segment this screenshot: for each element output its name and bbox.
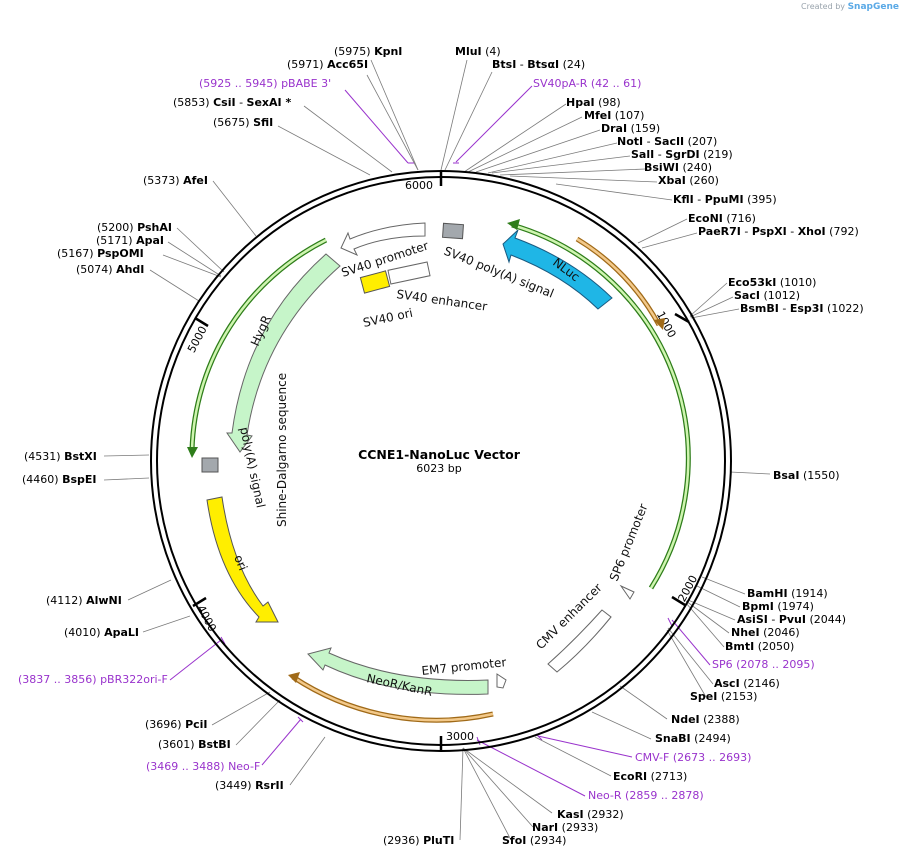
svg-text:DraI (159): DraI (159) <box>601 122 660 135</box>
svg-text:HpaI (98): HpaI (98) <box>566 96 621 109</box>
svg-text:SfoI (2934): SfoI (2934) <box>502 834 566 847</box>
cmv-enhancer-label: CMV enhancer <box>533 580 605 652</box>
svg-text:NdeI (2388): NdeI (2388) <box>671 713 740 726</box>
svg-text:(4460) BspEI: (4460) BspEI <box>22 473 97 486</box>
svg-text:SpeI (2153): SpeI (2153) <box>690 690 757 703</box>
svg-text:(5925 .. 5945) pBABE 3': (5925 .. 5945) pBABE 3' <box>199 77 331 90</box>
svg-text:XbaI (260): XbaI (260) <box>658 174 719 187</box>
svg-text:BsiWI (240): BsiWI (240) <box>644 161 712 174</box>
sites-top-right: (5975) KpnI (5971) Acc65I MluI (4) BtsI … <box>173 45 864 482</box>
hygr-arrow <box>226 253 341 453</box>
svg-text:(5975) KpnI: (5975) KpnI <box>334 45 402 58</box>
orf-arc-right-arrow <box>507 219 520 230</box>
svg-text:(2936) PluTI: (2936) PluTI <box>383 834 454 847</box>
svg-text:EcoNI (716): EcoNI (716) <box>688 212 756 225</box>
nluc-arrow <box>502 229 613 310</box>
snapgene-logo: SnapGene <box>847 2 899 12</box>
svg-text:BtsI - BtsαI (24): BtsI - BtsαI (24) <box>492 58 585 71</box>
polya-label: poly(A) signal <box>237 426 268 509</box>
svg-text:NotI - SacII (207): NotI - SacII (207) <box>617 135 717 148</box>
svg-text:(3449) RsrII: (3449) RsrII <box>215 779 284 792</box>
cmv-enhancer-box <box>547 609 612 673</box>
svg-text:(5171) ApaI: (5171) ApaI <box>96 234 164 247</box>
svg-text:CMV-F (2673 .. 2693): CMV-F (2673 .. 2693) <box>635 751 751 764</box>
leader-lines <box>103 59 771 841</box>
sp6-promoter-label: SP6 promoter <box>607 502 651 583</box>
svg-text:(3696) PciI: (3696) PciI <box>145 718 208 731</box>
sv40-enhancer-box <box>387 261 431 285</box>
ori-arrow <box>206 496 279 623</box>
svg-text:SalI - SgrDI (219): SalI - SgrDI (219) <box>631 148 733 161</box>
orf-arc-right <box>511 222 691 590</box>
svg-text:(5675) SfiI: (5675) SfiI <box>213 116 273 129</box>
svg-text:SacI (1012): SacI (1012) <box>734 289 800 302</box>
svg-text:NheI (2046): NheI (2046) <box>731 626 800 639</box>
svg-text:(5167) PspOMI: (5167) PspOMI <box>57 247 144 260</box>
svg-text:MluI (4): MluI (4) <box>455 45 501 58</box>
svg-text:(5200) PshAI: (5200) PshAI <box>97 221 172 234</box>
svg-text:EcoRI (2713): EcoRI (2713) <box>613 770 687 783</box>
svg-text:(4112) AlwNI: (4112) AlwNI <box>46 594 122 607</box>
sites-left: (5373) AfeI (5200) PshAI (5171) ApaI (51… <box>22 174 454 847</box>
sv40-polya-box <box>442 222 464 240</box>
sv40-promoter-arrow <box>340 222 426 257</box>
sites-bottom-right: BamHI (1914) BpmI (1974) AsiSI - PvuI (2… <box>502 587 846 847</box>
svg-text:SnaBI (2494): SnaBI (2494) <box>655 732 731 745</box>
site-name: KpnI <box>374 45 402 58</box>
em7-promoter-label: EM7 promoter <box>421 655 507 678</box>
svg-text:NarI (2933): NarI (2933) <box>532 821 598 834</box>
svg-text:BamHI (1914): BamHI (1914) <box>747 587 828 600</box>
sv40-ori-label: SV40 ori <box>362 306 414 330</box>
svg-text:BsaI (1550): BsaI (1550) <box>773 469 840 482</box>
svg-text:Neo-R (2859 .. 2878): Neo-R (2859 .. 2878) <box>588 789 704 802</box>
tick-3000: 3000 <box>446 730 474 743</box>
svg-text:(3601) BstBI: (3601) BstBI <box>158 738 231 751</box>
svg-text:(4010) ApaLI: (4010) ApaLI <box>64 626 139 639</box>
credit: Created by SnapGene <box>801 2 899 12</box>
svg-text:(3469 .. 3488) Neo-F: (3469 .. 3488) Neo-F <box>146 760 260 773</box>
svg-text:KasI (2932): KasI (2932) <box>557 808 624 821</box>
polya-box <box>201 457 219 473</box>
tick-6000: 6000 <box>405 179 433 192</box>
svg-text:KflI - PpuMI (395): KflI - PpuMI (395) <box>673 193 777 206</box>
svg-text:(5853) CsiI - SexAI *: (5853) CsiI - SexAI * <box>173 96 291 109</box>
svg-text:BpmI (1974): BpmI (1974) <box>742 600 814 613</box>
svg-text:SV40pA-R (42 .. 61): SV40pA-R (42 .. 61) <box>533 77 641 90</box>
svg-text:Eco53kI (1010): Eco53kI (1010) <box>728 276 816 289</box>
primer-labels: (5925 .. 5945) pBABE 3' SV40pA-R (42 .. … <box>18 77 815 802</box>
credit-prefix: Created by <box>801 2 846 11</box>
svg-text:AsiSI - PvuI (2044): AsiSI - PvuI (2044) <box>737 613 846 626</box>
sv40-ori-box <box>359 270 391 294</box>
ori-label: ori <box>231 553 250 573</box>
neor-arrow <box>307 647 489 695</box>
plasmid-name: CCNE1-NanoLuc Vector <box>358 447 521 462</box>
svg-text:(4531) BstXI: (4531) BstXI <box>24 450 97 463</box>
svg-text:(5373) AfeI: (5373) AfeI <box>143 174 208 187</box>
em7-promoter-arrow <box>496 673 507 689</box>
svg-text:(3837 .. 3856) pBR322ori-F: (3837 .. 3856) pBR322ori-F <box>18 673 168 686</box>
svg-text:SP6 (2078 .. 2095): SP6 (2078 .. 2095) <box>712 658 815 671</box>
svg-text:PaeR7I - PspXI - XhoI (792): PaeR7I - PspXI - XhoI (792) <box>698 225 859 238</box>
primer-leaders <box>169 85 711 797</box>
svg-text:BmtI (2050): BmtI (2050) <box>725 640 794 653</box>
site-pos: (5975) <box>334 45 371 58</box>
tick-marks <box>192 171 690 751</box>
svg-text:(5971) Acc65I: (5971) Acc65I <box>287 58 368 71</box>
svg-text:MfeI (107): MfeI (107) <box>584 109 644 122</box>
shine-dalgarno-label: Shine-Dalgarno sequence <box>275 373 289 527</box>
sp6-promoter-arrow <box>619 584 635 600</box>
svg-text:BsmBI - Esp3I (1022): BsmBI - Esp3I (1022) <box>740 302 864 315</box>
svg-text:AscI (2146): AscI (2146) <box>714 677 780 690</box>
svg-text:(5074) AhdI: (5074) AhdI <box>76 263 144 276</box>
plasmid-length: 6023 bp <box>416 462 461 475</box>
